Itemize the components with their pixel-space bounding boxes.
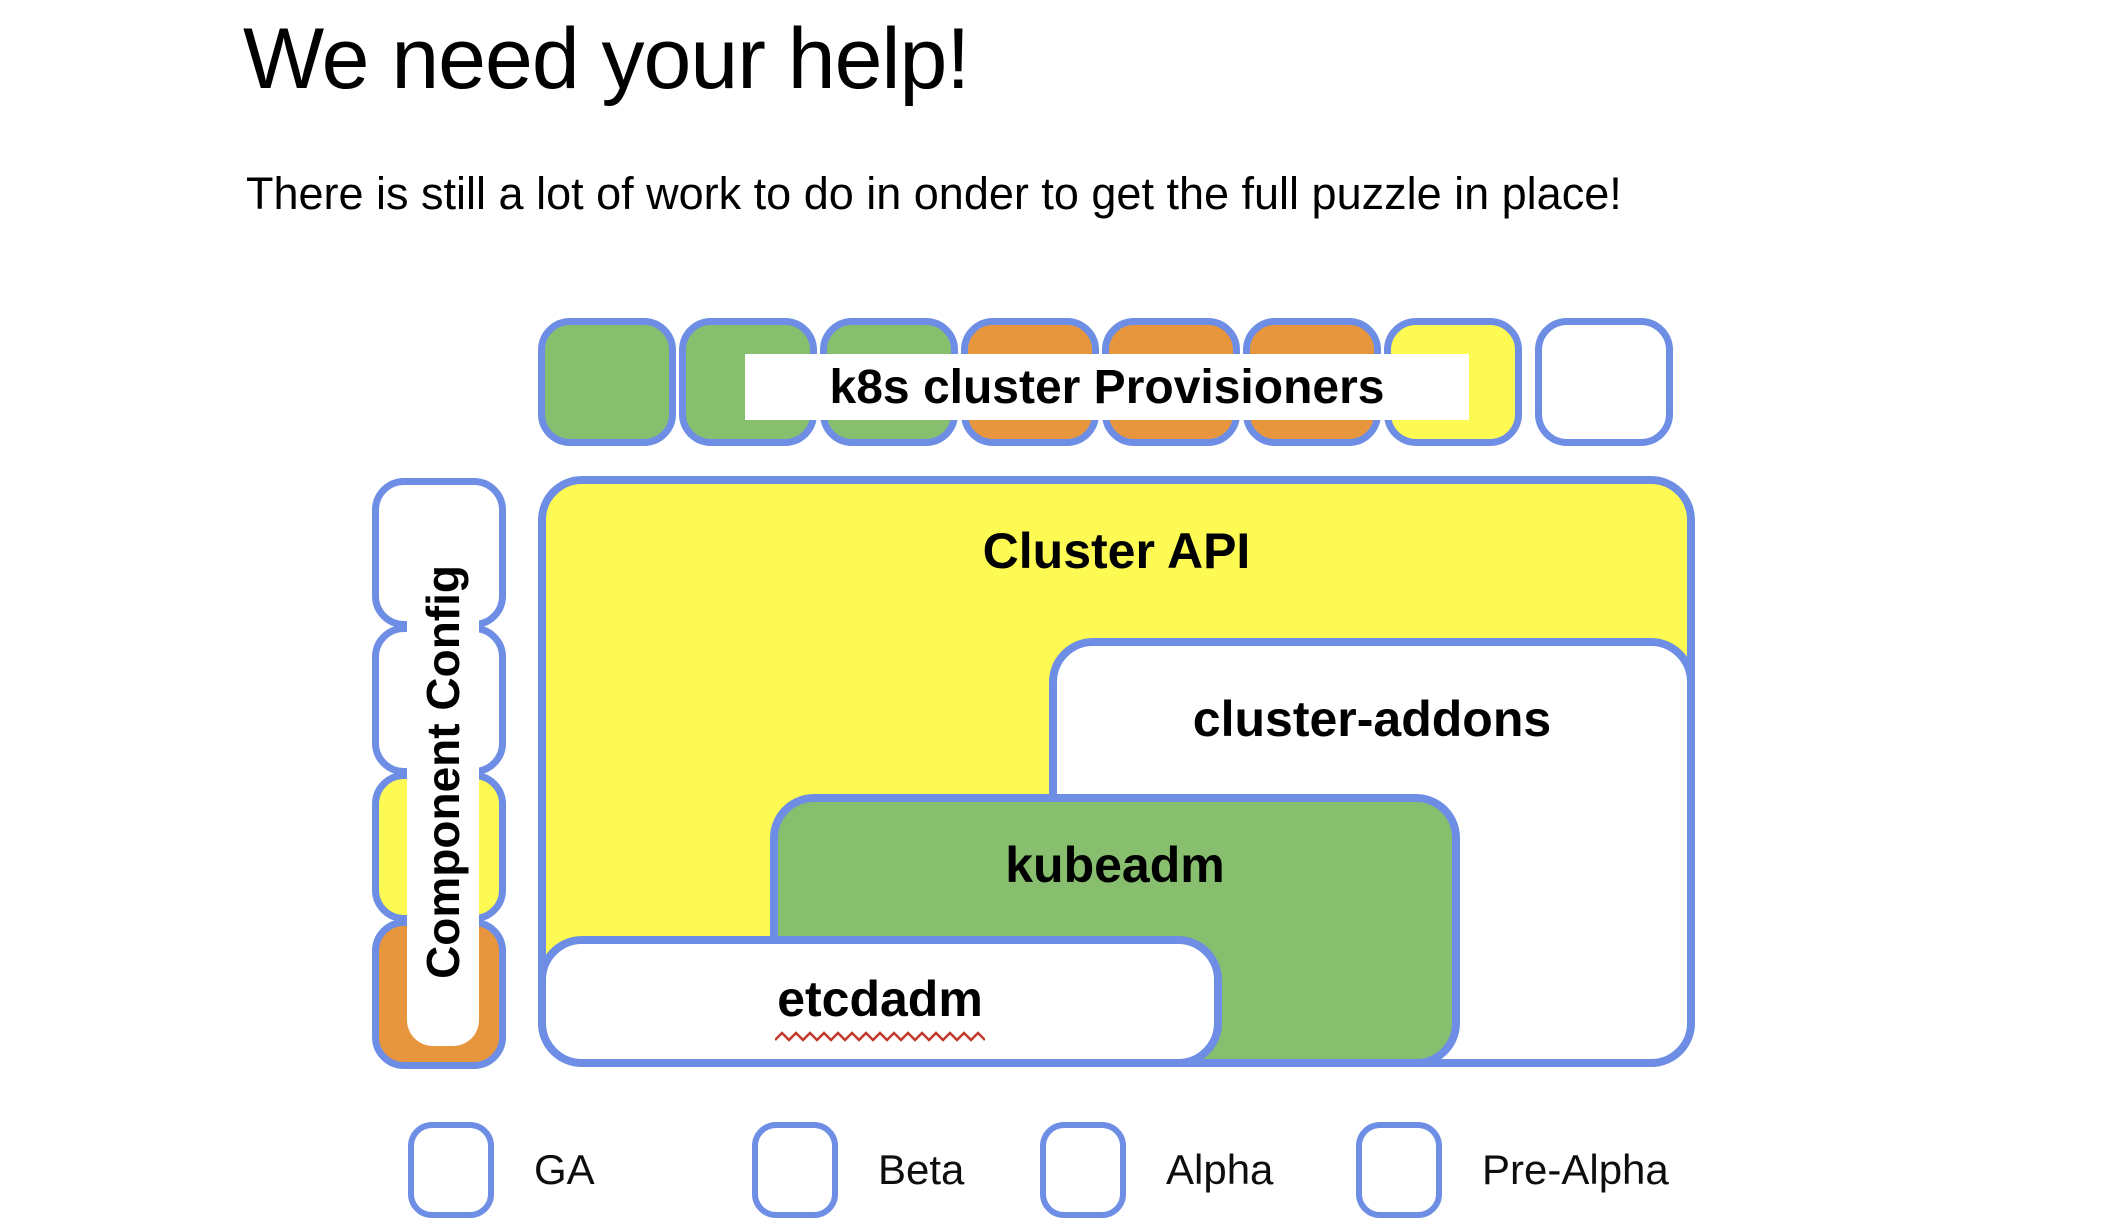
legend-item: Alpha	[1040, 1122, 1273, 1218]
legend-swatch	[1356, 1122, 1442, 1218]
provisioners-label: k8s cluster Provisioners	[829, 360, 1385, 414]
legend-swatch	[752, 1122, 838, 1218]
legend-label: Beta	[878, 1146, 965, 1193]
cluster-api-label: Cluster API	[982, 523, 1251, 579]
slide-title: We need your help!	[243, 11, 970, 107]
legend-label: GA	[534, 1146, 595, 1193]
legend-swatch	[1040, 1122, 1126, 1218]
etcdadm-box: etcdadm	[538, 936, 1222, 1067]
legend-swatch	[408, 1122, 494, 1218]
legend: GA Beta Alpha Pre-Alpha	[0, 1122, 2126, 1222]
provisioner-piece	[538, 318, 676, 446]
component-config-label-band: Component Config	[407, 498, 479, 1046]
etcdadm-label: etcdadm	[777, 971, 983, 1027]
provisioner-piece	[1535, 318, 1673, 446]
cluster-addons-label: cluster-addons	[1192, 691, 1552, 747]
kubeadm-label: kubeadm	[1005, 837, 1225, 893]
spellcheck-squiggle	[775, 1031, 985, 1042]
etcdadm-label-wrap: etcdadm	[775, 970, 985, 1042]
legend-item: Pre-Alpha	[1356, 1122, 1669, 1218]
legend-item: GA	[408, 1122, 595, 1218]
legend-item: Beta	[752, 1122, 964, 1218]
slide-subtitle: There is still a lot of work to do in on…	[246, 168, 1622, 219]
component-config-label: Component Config	[417, 565, 469, 979]
legend-label: Pre-Alpha	[1482, 1146, 1669, 1193]
provisioners-label-band: k8s cluster Provisioners	[745, 354, 1469, 420]
legend-label: Alpha	[1166, 1146, 1274, 1193]
